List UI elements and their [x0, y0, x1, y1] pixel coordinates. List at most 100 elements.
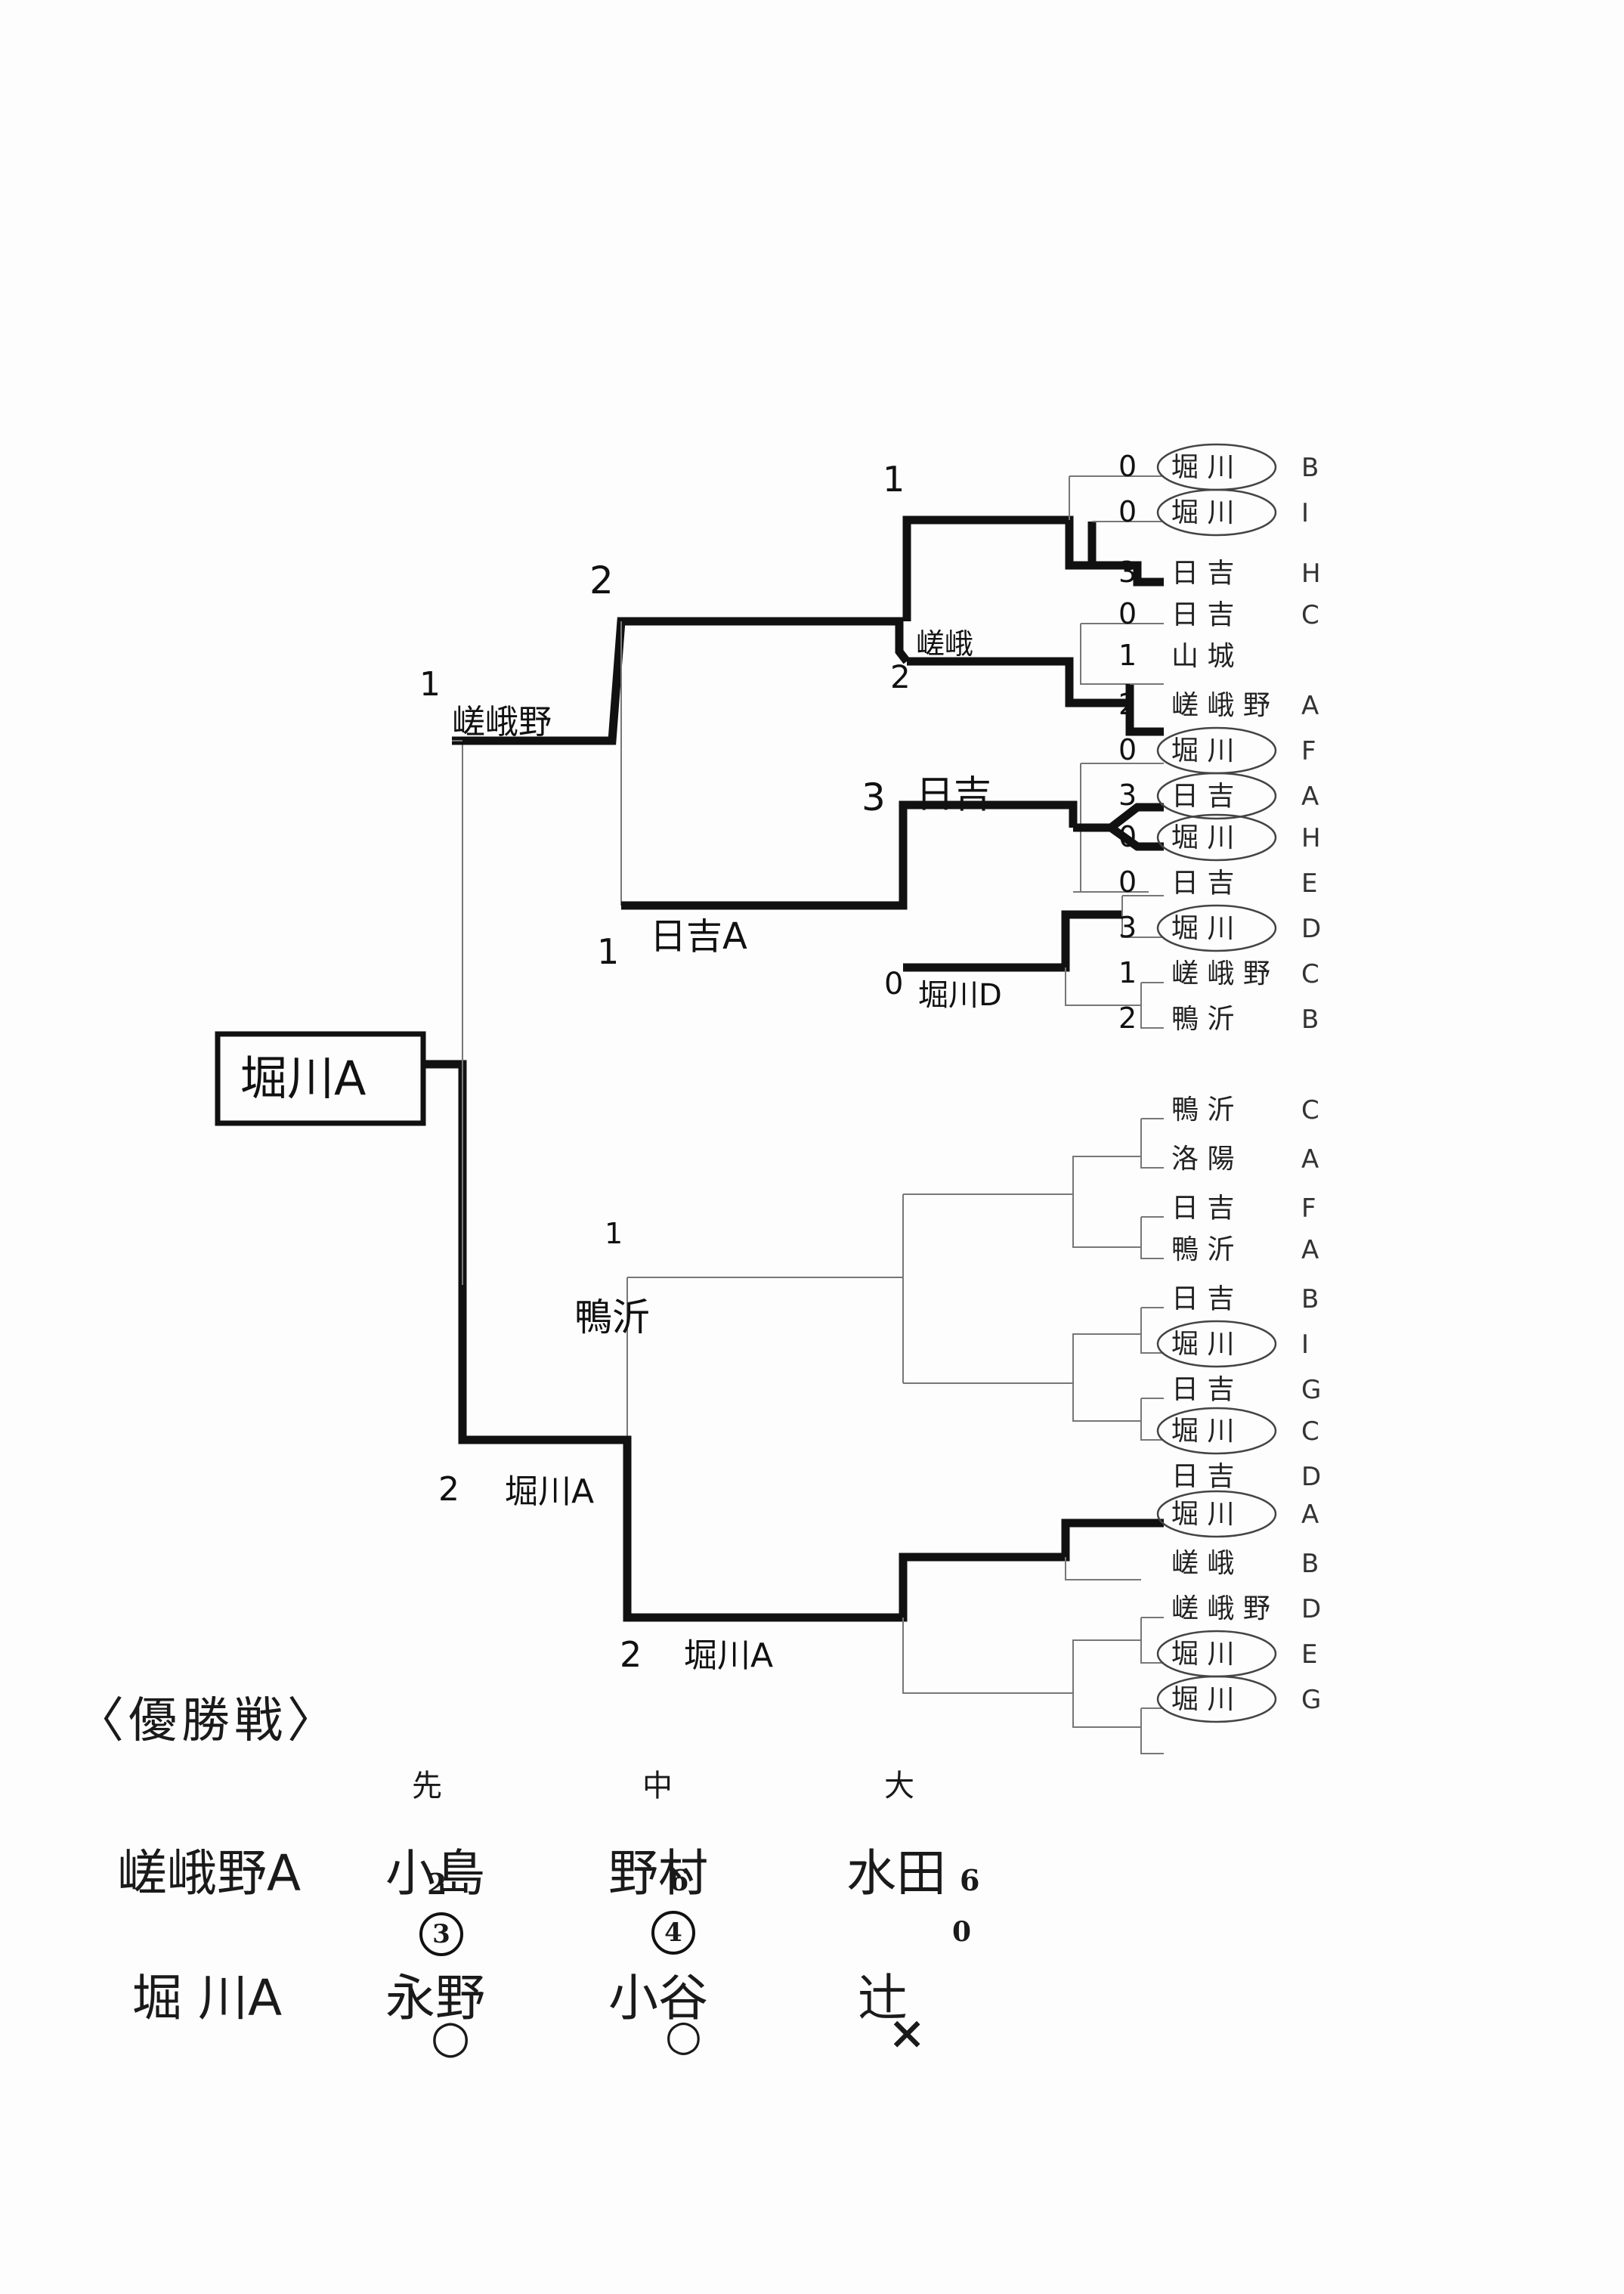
team-letter: A: [1301, 782, 1319, 812]
team-score: 0: [1118, 597, 1137, 630]
team2-player-3: 辻: [858, 1969, 908, 2027]
team-circle: [1156, 1675, 1277, 1723]
team2-circled-2: 4: [651, 1911, 695, 1955]
team-letter: F: [1301, 736, 1316, 766]
team-score: 0: [1118, 450, 1137, 483]
team2-name: 堀 川A: [132, 1969, 283, 2027]
team-score: 0: [1118, 820, 1137, 853]
team-name: 嵯 峨: [1171, 1548, 1234, 1579]
team-circle: [1156, 772, 1277, 820]
team-score: 0: [1118, 495, 1137, 528]
team-letter: H: [1301, 559, 1321, 589]
team-list: 堀 川 B 0 堀 川 I 0 日 吉 H 3 日 吉 C 0 山 城 1 嵯 峨 野 A 2 堀 川 F 0 日 吉 A…: [1118, 443, 1321, 1723]
team-name: 堀 川: [1171, 822, 1234, 853]
team-score: 2: [1118, 1001, 1137, 1035]
team-letter: D: [1301, 1594, 1321, 1624]
team-letter: B: [1301, 1005, 1319, 1035]
team-name: 日 吉: [1171, 1283, 1234, 1314]
team-name: 鴨 沂: [1171, 1004, 1234, 1035]
team-name: 堀 川: [1171, 1416, 1234, 1447]
quarter-label: 日吉A: [650, 915, 747, 958]
team-letter: E: [1301, 1639, 1317, 1670]
team-letter: A: [1301, 1144, 1319, 1175]
top-upper-semi: [902, 515, 1092, 621]
svg-text:2: 2: [589, 559, 614, 602]
team-name: 嵯 峨 野: [1171, 1593, 1270, 1624]
team-circle: [1156, 1490, 1277, 1538]
team-letter: A: [1301, 1500, 1319, 1530]
team-name: 堀 川: [1171, 497, 1234, 528]
team-score: 0: [1118, 865, 1137, 899]
team1-player-3: 水田: [846, 1844, 946, 1902]
team-name: 日 吉: [1171, 1193, 1234, 1224]
team-score: 1: [1118, 956, 1137, 989]
team-score: 3: [1118, 911, 1137, 944]
top-quarter-d: [903, 910, 1122, 972]
team-circle: [1156, 1320, 1277, 1368]
svg-text:2: 2: [438, 1470, 459, 1509]
svg-text:1: 1: [419, 665, 441, 704]
team-letter: H: [1301, 823, 1321, 853]
team-letter: A: [1301, 1235, 1319, 1265]
team2-player-1: 永野: [385, 1969, 485, 2027]
quarter-lower-label: 堀川D: [918, 978, 1002, 1013]
svg-text:0: 0: [884, 967, 903, 1001]
team-letter: D: [1301, 914, 1321, 944]
team1-player-2: 野村: [608, 1844, 708, 1902]
team-letter: I: [1301, 1330, 1309, 1360]
team2-player-2: 小谷: [608, 1969, 708, 2027]
team1-mark-2: 6: [669, 1863, 689, 1897]
position-sente: 先: [412, 1769, 442, 1803]
team-letter: G: [1301, 1685, 1321, 1715]
bottom-lower-label: 堀川A: [684, 1636, 773, 1675]
top-winner-label: 嵯峨野: [452, 703, 552, 741]
team2-circled-1: 3: [419, 1912, 463, 1956]
bottom-winner-label: 堀川A: [505, 1472, 594, 1511]
team-name: 日 吉: [1171, 1374, 1234, 1405]
team-letter: E: [1301, 868, 1317, 899]
team-letter: F: [1301, 1193, 1316, 1224]
team-letter: B: [1301, 1549, 1319, 1579]
team-name: 堀 川: [1171, 1329, 1234, 1360]
team-letter: B: [1301, 1284, 1319, 1314]
team-name: 鴨 沂: [1171, 1094, 1234, 1125]
team-name: 日 吉: [1171, 599, 1234, 630]
team-name: 日 吉: [1171, 868, 1234, 899]
svg-text:2: 2: [890, 658, 911, 695]
team-letter: C: [1301, 959, 1319, 989]
champion-name: 堀川A: [240, 1051, 366, 1106]
bottom-final-path: [608, 1435, 1164, 1622]
team-name: 堀 川: [1171, 1499, 1234, 1530]
bottom-upper-label: 鴨沂: [574, 1296, 650, 1339]
top-semi-b: [907, 657, 1134, 732]
team2-result-2: ○: [665, 2011, 702, 2060]
team1-mark-1: 2: [427, 1867, 447, 1901]
team-score: 3: [1118, 779, 1137, 812]
team-score: 2: [1118, 688, 1137, 721]
team1-player-1: 小島: [385, 1844, 485, 1902]
svg-text:1: 1: [605, 1217, 623, 1250]
team-name: 堀 川: [1171, 1684, 1234, 1715]
team-name: 山 城: [1171, 641, 1234, 672]
team-name: 嵯 峨 野: [1171, 690, 1270, 721]
team1-name: 嵯峨野A: [117, 1844, 302, 1902]
section-title: 〈優勝戦〉: [76, 1693, 340, 1749]
champion-box: [215, 1031, 426, 1126]
svg-text:1: 1: [883, 459, 905, 500]
team-name: 堀 川: [1171, 1639, 1234, 1670]
team-circle: [1156, 904, 1277, 952]
top-final-line: [452, 617, 911, 745]
team-name: 堀 川: [1171, 735, 1234, 766]
position-taisho: 大: [884, 1769, 914, 1803]
team2-result-1: ○: [431, 2011, 471, 2063]
team-letter: C: [1301, 1416, 1319, 1447]
team-circle: [1156, 813, 1277, 862]
team2-result-3: ×: [888, 2007, 926, 2060]
champion-path: [423, 1060, 608, 1444]
team-name: 日 吉: [1171, 781, 1234, 812]
team-score: 3: [1118, 556, 1137, 589]
team-circle: [1156, 1407, 1277, 1455]
team-letter: C: [1301, 600, 1319, 630]
